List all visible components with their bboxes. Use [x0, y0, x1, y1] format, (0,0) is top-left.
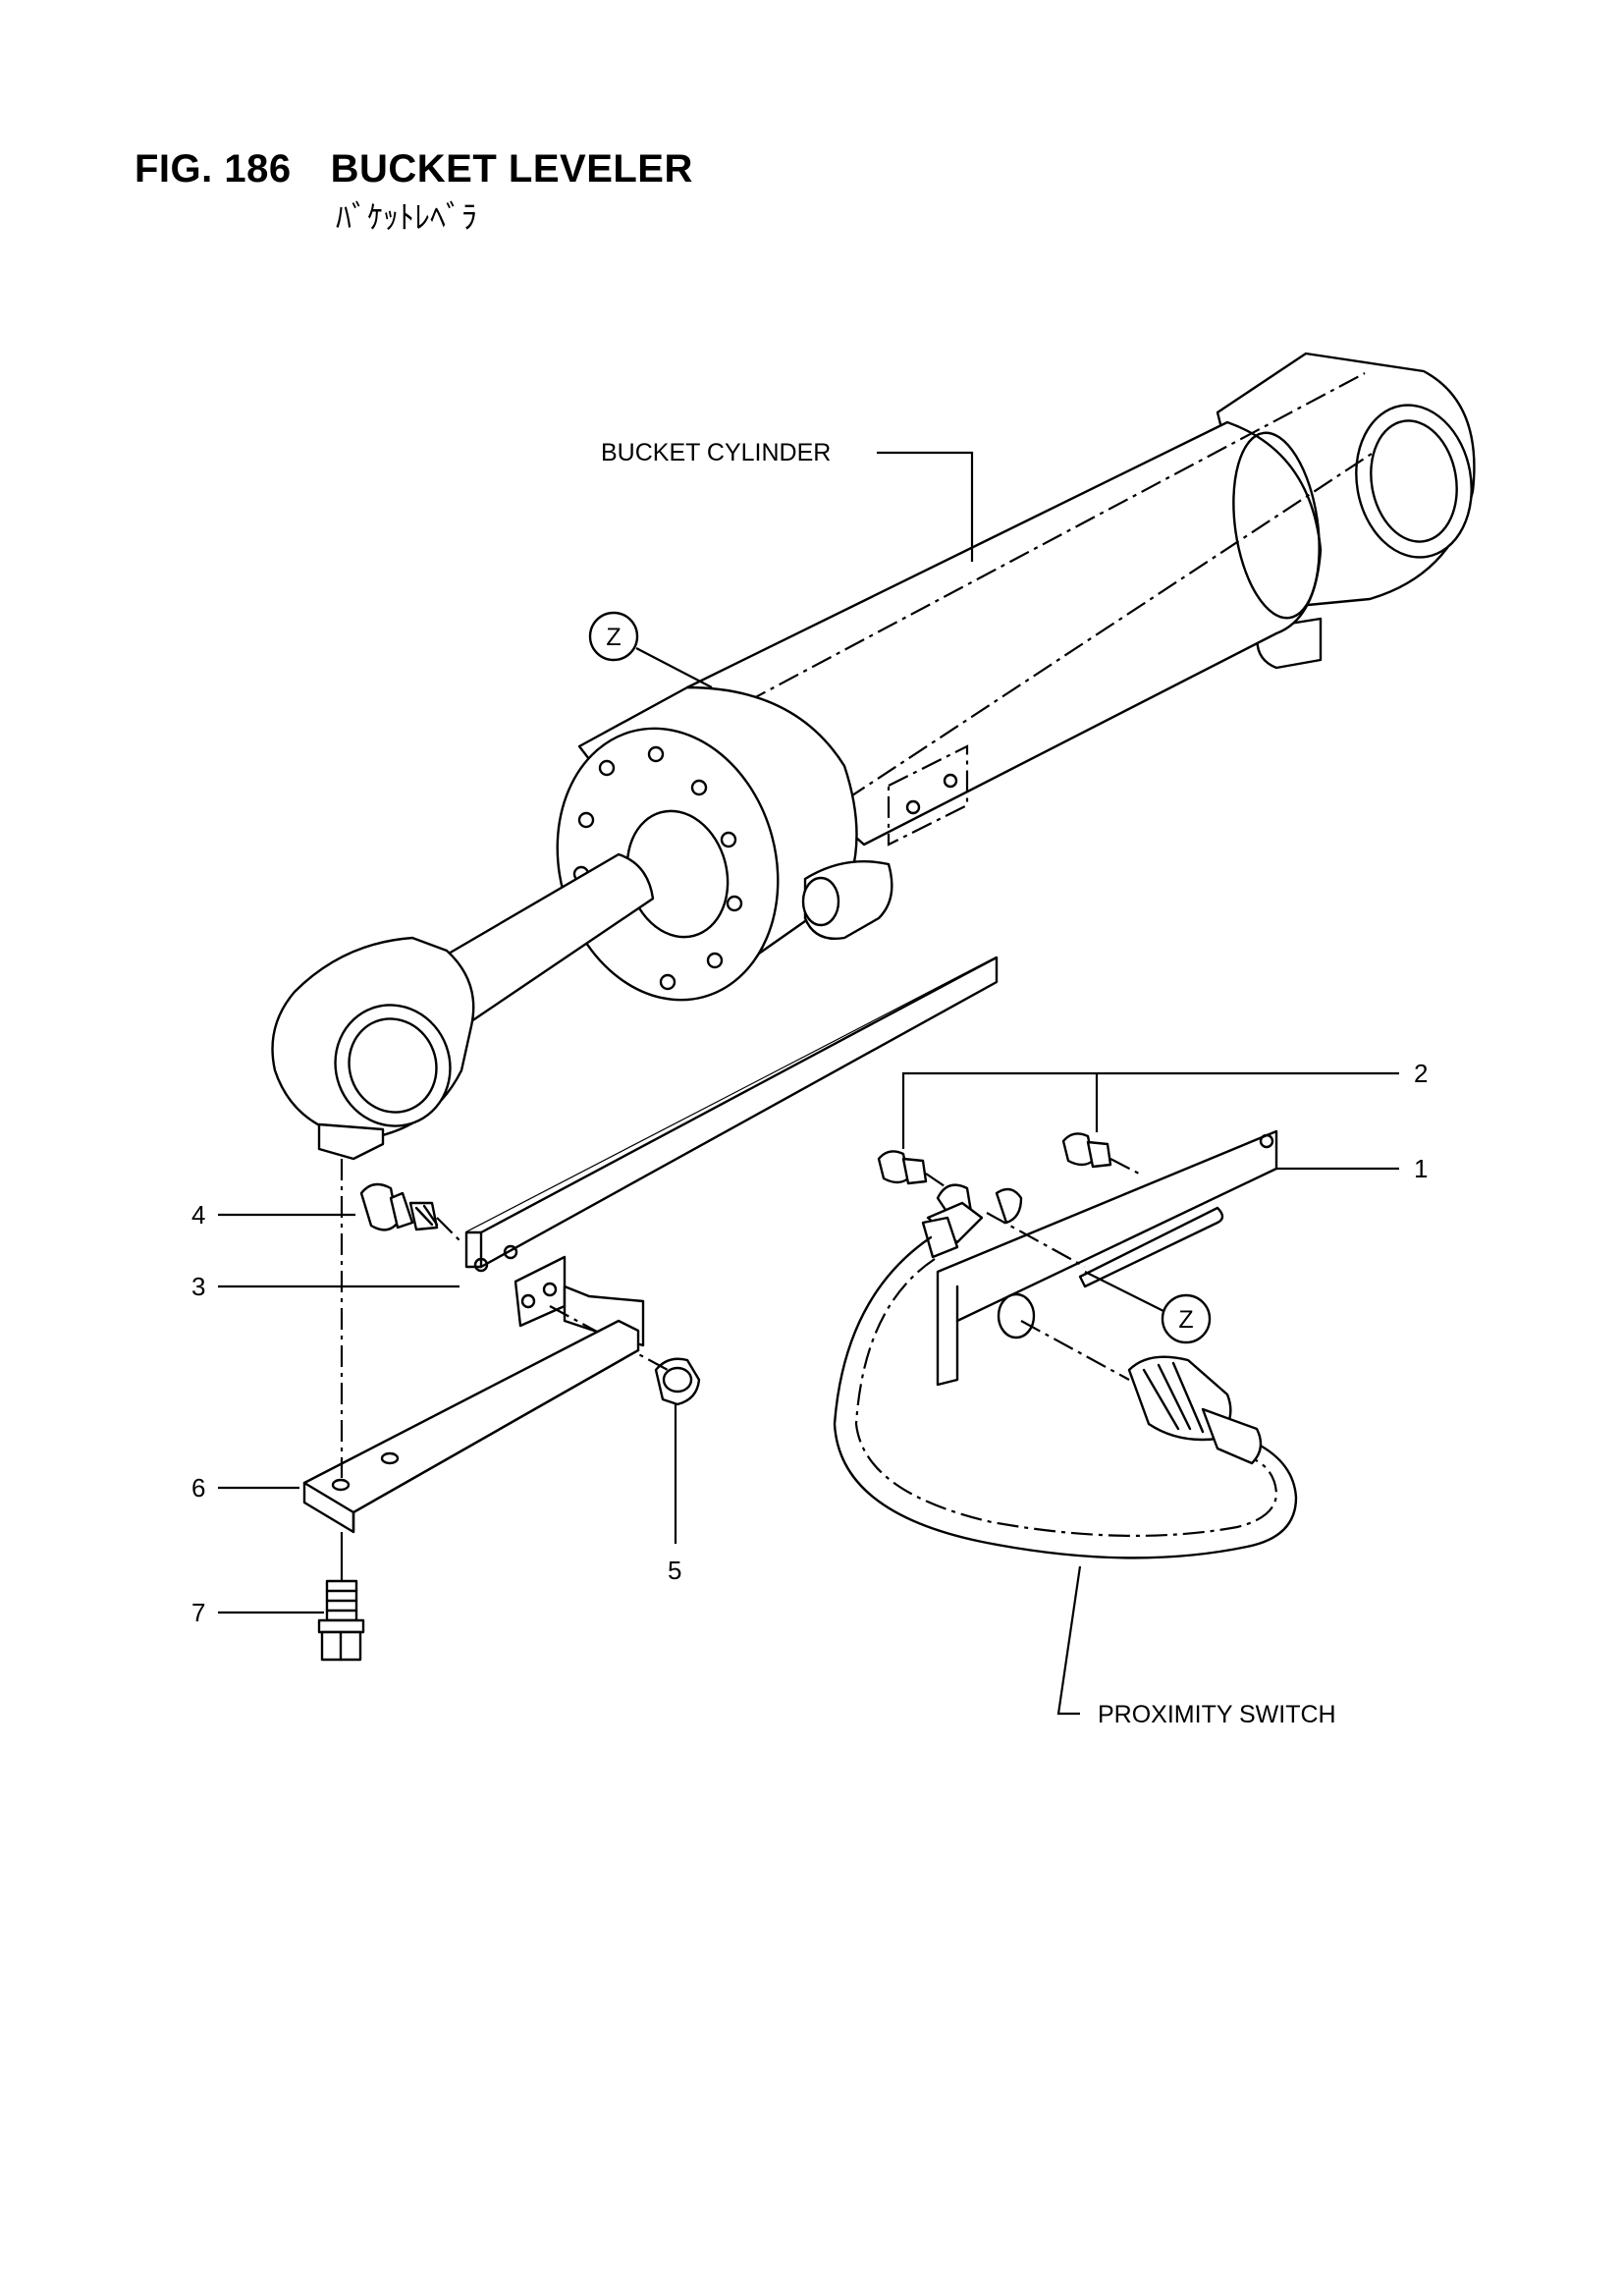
proximity-switch — [833, 1183, 1298, 1559]
callout-7: 7 — [191, 1598, 324, 1627]
callout-6: 6 — [191, 1473, 299, 1503]
svg-text:1: 1 — [1414, 1154, 1428, 1183]
svg-text:2: 2 — [1414, 1059, 1428, 1088]
svg-text:4: 4 — [191, 1200, 205, 1230]
svg-text:6: 6 — [191, 1473, 205, 1503]
figure-name: BUCKET LEVELER — [330, 147, 693, 191]
callout-3: 3 — [191, 1272, 460, 1301]
bracket-plate-part-1 — [936, 1129, 1278, 1387]
screw-part-2-left — [877, 1150, 948, 1189]
svg-text:7: 7 — [191, 1598, 205, 1627]
svg-text:5: 5 — [668, 1556, 681, 1585]
callout-1: 1 — [1276, 1154, 1428, 1183]
bracket-long-bar — [464, 956, 999, 1273]
bucket-cylinder — [271, 352, 1476, 1161]
detail-z-callout-bracket: Z — [1084, 1271, 1212, 1344]
bolt-part-4 — [359, 1182, 462, 1243]
callout-5: 5 — [668, 1404, 681, 1585]
bolt-part-7 — [317, 1579, 365, 1662]
detail-z-callout-cylinder: Z — [588, 611, 713, 688]
plate-part-6 — [302, 1319, 640, 1534]
callout-2: 2 — [901, 1059, 1428, 1149]
svg-text:Z: Z — [606, 624, 621, 651]
screw-part-2-right — [1061, 1132, 1140, 1175]
svg-text:Z: Z — [1178, 1306, 1193, 1334]
svg-text:3: 3 — [191, 1272, 205, 1301]
figure-number: FIG. 186 — [135, 147, 292, 191]
proximity-switch-label: PROXIMITY SWITCH — [1098, 1701, 1336, 1728]
bucket-cylinder-label: BUCKET CYLINDER — [601, 439, 831, 466]
figure-subtitle: ﾊﾞｹｯﾄﾚﾍﾞﾗ — [336, 198, 478, 236]
figure-title: FIG. 186 BUCKET LEVELER — [135, 147, 693, 191]
callout-4: 4 — [191, 1200, 355, 1230]
